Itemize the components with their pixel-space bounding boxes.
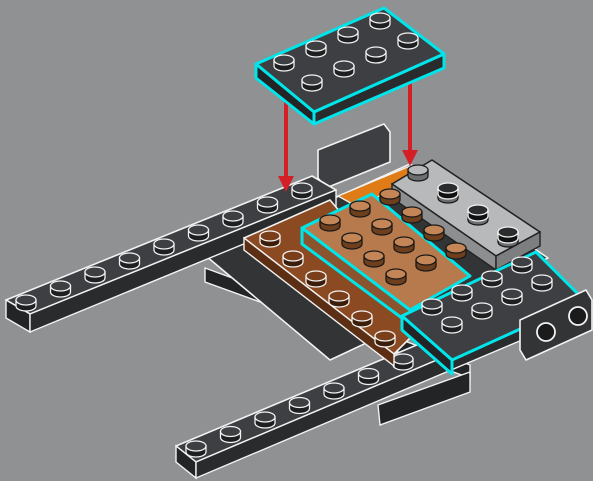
assembly-arrows xyxy=(278,72,418,192)
stud xyxy=(363,250,385,268)
stud xyxy=(49,280,72,298)
stud xyxy=(337,26,359,44)
plate-medium-nougat xyxy=(300,188,472,326)
stud xyxy=(369,12,391,30)
stud xyxy=(273,54,295,72)
stud xyxy=(511,256,533,274)
stud xyxy=(185,440,207,458)
stud xyxy=(219,425,242,444)
stud xyxy=(451,284,473,302)
stud xyxy=(187,224,210,242)
stud xyxy=(288,396,311,415)
pin-hole-icon xyxy=(568,306,588,326)
arrow-left-head-icon xyxy=(278,176,294,192)
stud xyxy=(301,74,323,92)
stud xyxy=(407,164,429,182)
plate-reddish-brown xyxy=(243,199,431,368)
stud xyxy=(501,288,523,306)
pin-hole-icon xyxy=(536,322,556,342)
stud xyxy=(379,188,401,206)
stud xyxy=(471,302,493,320)
stud xyxy=(328,290,350,308)
stud xyxy=(437,182,459,200)
stud xyxy=(415,254,437,272)
stud xyxy=(305,270,327,288)
arrow-right-head-icon xyxy=(402,150,418,166)
stud xyxy=(421,298,443,316)
stud xyxy=(481,270,503,288)
plate-pin-holes xyxy=(519,289,593,361)
stud xyxy=(15,294,37,312)
stud xyxy=(256,196,279,214)
plate-1x12-left xyxy=(5,175,337,334)
stud xyxy=(222,210,244,228)
stud xyxy=(445,242,467,260)
stud xyxy=(467,204,489,222)
stud xyxy=(357,367,380,386)
stud xyxy=(319,214,341,232)
stud xyxy=(259,230,281,248)
stud xyxy=(531,274,553,292)
stud xyxy=(305,40,327,58)
stud xyxy=(371,218,393,236)
stud xyxy=(497,226,519,244)
stud xyxy=(291,182,313,200)
stud xyxy=(282,250,304,268)
stud xyxy=(323,382,345,400)
stud xyxy=(351,310,373,328)
stud xyxy=(84,266,106,284)
stud xyxy=(333,60,355,78)
stud xyxy=(349,200,371,218)
stud xyxy=(423,224,445,242)
stud xyxy=(401,206,423,224)
stud xyxy=(441,316,463,334)
stud xyxy=(374,330,396,348)
plate-2x4-front xyxy=(400,250,586,376)
stud xyxy=(341,232,363,250)
stud xyxy=(365,46,387,64)
stud xyxy=(392,353,414,371)
stud xyxy=(118,252,141,270)
stud xyxy=(397,32,419,50)
stud xyxy=(385,268,407,286)
new-part-plate-2x4 xyxy=(254,6,446,126)
stud xyxy=(393,236,415,254)
stud xyxy=(153,238,175,256)
stud xyxy=(254,411,276,429)
